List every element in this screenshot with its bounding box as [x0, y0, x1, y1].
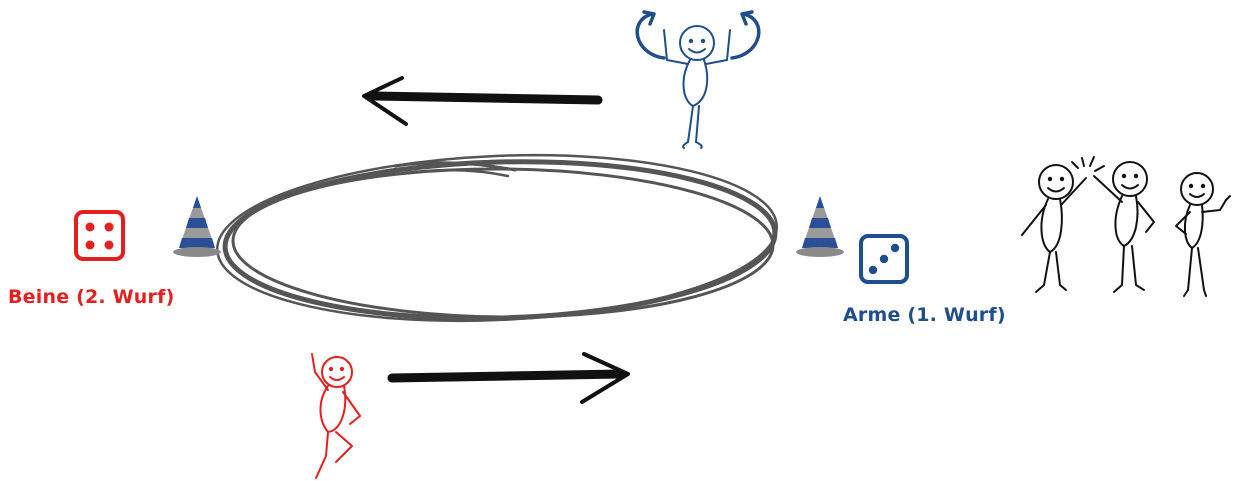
legs-label: Beine (2. Wurf)	[8, 286, 175, 308]
traffic-cone-icon	[796, 196, 844, 257]
arrow-right-icon	[387, 352, 630, 404]
traffic-cone-icon	[173, 196, 221, 257]
die-three-icon	[859, 234, 909, 284]
high-knee-figure	[311, 353, 361, 479]
arm-circling-figure	[663, 25, 731, 149]
die-four-icon	[74, 210, 125, 261]
group-high-five-figures	[1021, 156, 1231, 297]
arms-label: Arme (1. Wurf)	[843, 304, 1006, 326]
oval-track	[215, 153, 779, 323]
arrow-left-icon	[362, 76, 603, 126]
circular-arrow-icon	[635, 10, 761, 60]
